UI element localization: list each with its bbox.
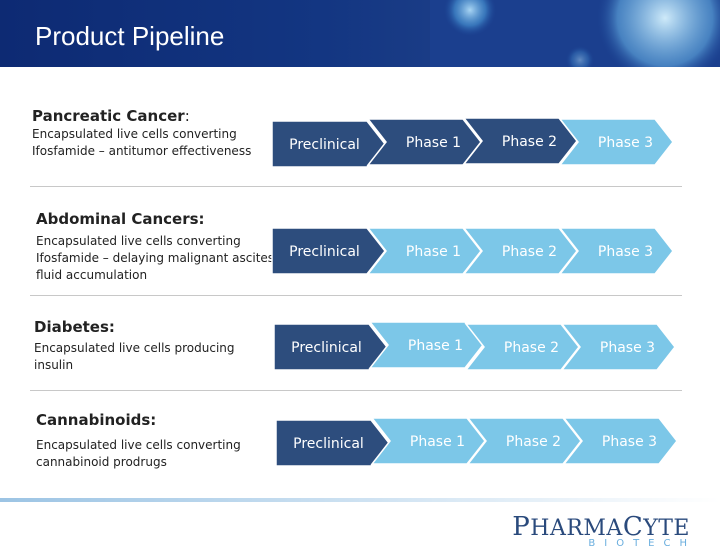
stage-chevron-phase-2: Phase 2 [464, 323, 580, 371]
chevron-shape [370, 417, 486, 465]
stage-chevron-phase-1: Phase 1 [366, 118, 482, 166]
row-description: Encapsulated live cells converting Ifosf… [32, 127, 252, 158]
chevron-shape [560, 323, 676, 371]
company-logo: PHARMACYTE BIOTECH [512, 512, 690, 549]
pipeline-chevrons: Preclinical Phase 1 Phase 2 Phase 3 [271, 226, 674, 275]
chevron-strip: Preclinical Phase 1 Phase 2 Phase 3 [271, 227, 674, 275]
stage-label: Phase 2 [502, 134, 557, 150]
row-description: Encapsulated live cells converting Ifosf… [36, 234, 275, 282]
pipeline-chevrons: Preclinical Phase 1 Phase 2 Phase 3 [271, 117, 674, 168]
cell-image [430, 0, 720, 67]
stage-chevron-phase-3: Phase 3 [560, 323, 676, 371]
row-title: Diabetes: [34, 318, 115, 336]
footer-rule [0, 498, 720, 502]
chevron-shape [562, 417, 678, 465]
stage-chevron-phase-3: Phase 3 [558, 118, 674, 166]
stage-label: Phase 3 [602, 434, 657, 450]
divider [30, 186, 682, 187]
stage-label: Phase 2 [504, 340, 559, 356]
stage-label: Phase 2 [502, 244, 557, 260]
divider [30, 295, 682, 296]
chevron-strip: Preclinical Phase 1 Phase 2 Phase 3 [275, 417, 678, 467]
chevron-strip: Preclinical Phase 1 Phase 2 Phase 3 [273, 321, 676, 371]
stage-label: Phase 1 [406, 244, 461, 260]
chevron-shape [366, 227, 482, 275]
stage-chevron-phase-1: Phase 1 [370, 417, 486, 465]
row-description: Encapsulated live cells converting canna… [36, 438, 241, 469]
stage-label: Phase 1 [410, 434, 465, 450]
stage-chevron-phase-2: Phase 2 [462, 227, 578, 275]
stage-label: Preclinical [289, 137, 360, 153]
stage-label: Phase 1 [406, 135, 461, 151]
stage-label: Preclinical [291, 340, 362, 356]
stage-chevron-phase-2: Phase 2 [466, 417, 582, 465]
row-title: Abdominal Cancers: [36, 210, 205, 228]
chevron-shape [558, 118, 674, 166]
stage-chevron-phase-3: Phase 3 [562, 417, 678, 465]
page-title: Product Pipeline [35, 21, 225, 51]
stage-chevron-preclinical: Preclinical [271, 227, 386, 275]
chevron-shape [366, 118, 482, 166]
chevron-shape [462, 227, 578, 275]
chevron-shape [271, 227, 386, 275]
stage-label: Phase 3 [600, 340, 655, 356]
chevron-shape [466, 417, 582, 465]
row-description: Encapsulated live cells producing insuli… [34, 341, 235, 372]
logo-wordmark: PHARMACYTE [512, 512, 690, 542]
stage-label: Phase 3 [598, 244, 653, 260]
chevron-shape [462, 117, 578, 165]
chevron-shape [368, 321, 484, 369]
divider [30, 390, 682, 391]
stage-chevron-phase-1: Phase 1 [368, 321, 484, 369]
stage-chevron-preclinical: Preclinical [273, 323, 388, 371]
pipeline-chevrons: Preclinical Phase 1 Phase 2 Phase 3 [273, 321, 676, 371]
stage-chevron-phase-2: Phase 2 [462, 117, 578, 165]
slide-header: Product Pipeline [0, 0, 720, 67]
row-title: Pancreatic Cancer: [32, 107, 190, 125]
stage-label: Phase 2 [506, 434, 561, 450]
stage-label: Phase 1 [408, 338, 463, 354]
logo-subtitle: BIOTECH [588, 538, 696, 549]
stage-chevron-preclinical: Preclinical [271, 120, 386, 168]
stage-chevron-phase-1: Phase 1 [366, 227, 482, 275]
chevron-shape [558, 227, 674, 275]
stage-label: Preclinical [293, 436, 364, 452]
chevron-strip: Preclinical Phase 1 Phase 2 Phase 3 [271, 117, 674, 168]
row-title: Cannabinoids: [36, 411, 157, 429]
pipeline-chevrons: Preclinical Phase 1 Phase 2 Phase 3 [275, 417, 678, 467]
stage-label: Preclinical [289, 244, 360, 260]
stage-chevron-phase-3: Phase 3 [558, 227, 674, 275]
stage-label: Phase 3 [598, 135, 653, 151]
chevron-shape [464, 323, 580, 371]
stage-chevron-preclinical: Preclinical [275, 419, 390, 467]
